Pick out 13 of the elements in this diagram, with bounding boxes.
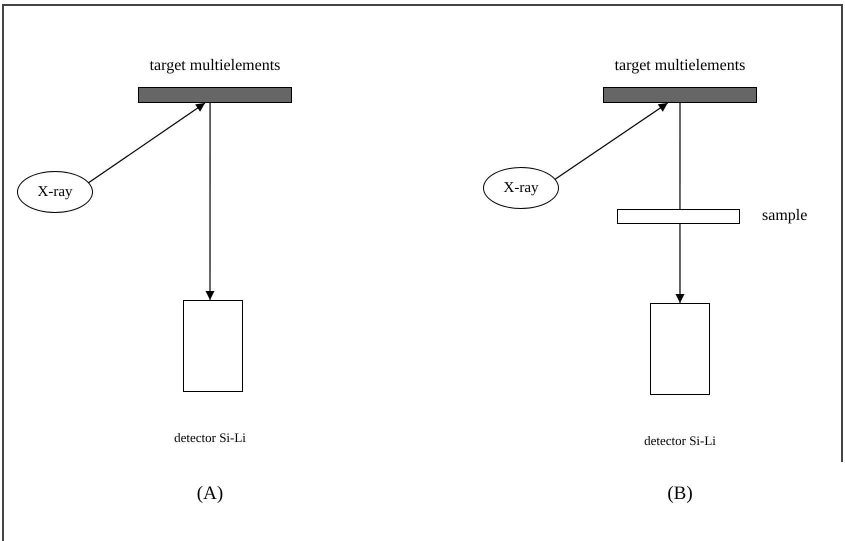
arrow <box>88 102 206 184</box>
arrow <box>206 103 214 300</box>
panel-label: (B) <box>667 483 693 505</box>
component-label: detector Si-Li <box>174 430 246 445</box>
source-ellipse: X-ray <box>17 171 93 213</box>
component-label: detector Si-Li <box>644 434 716 448</box>
arrow <box>554 102 668 181</box>
component-label: sample <box>762 207 808 225</box>
component-label: target multielements <box>150 57 280 75</box>
source-ellipse: X-ray <box>483 167 559 209</box>
arrow <box>676 224 684 303</box>
panel-label: (A) <box>196 483 224 505</box>
component-label: target multielements <box>614 57 746 75</box>
